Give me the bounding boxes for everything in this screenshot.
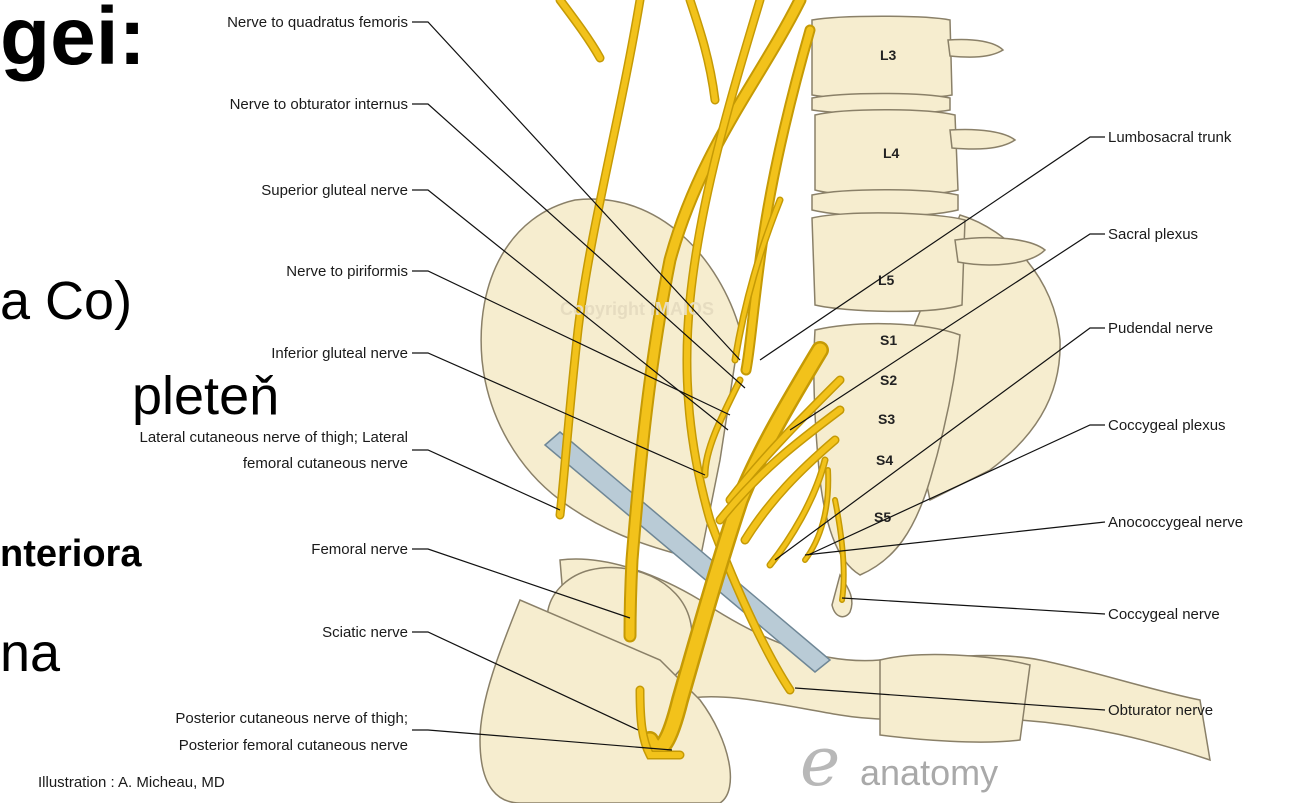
label-coccygeal-plexus: Coccygeal plexus <box>1108 417 1226 434</box>
label-lateral-cutaneous-nerve-line2: femoral cutaneous nerve <box>243 455 408 472</box>
label-obturator-nerve: Obturator nerve <box>1108 702 1213 719</box>
disc-l4-l5 <box>812 190 958 216</box>
vertebra-label-s1: S1 <box>880 332 897 348</box>
label-nerve-to-piriformis: Nerve to piriformis <box>286 263 408 280</box>
label-nerve-to-obturator-internus: Nerve to obturator internus <box>230 96 408 113</box>
illustration-credit: Illustration : A. Micheau, MD <box>38 774 225 791</box>
vertebra-l5-body <box>812 213 965 312</box>
vertebra-label-l4: L4 <box>883 145 900 161</box>
label-sacral-plexus: Sacral plexus <box>1108 226 1198 243</box>
label-posterior-cutaneous-nerve-line2: Posterior femoral cutaneous nerve <box>179 737 408 754</box>
label-sciatic-nerve: Sciatic nerve <box>322 624 408 641</box>
label-femoral-nerve: Femoral nerve <box>311 541 408 558</box>
label-superior-gluteal-nerve: Superior gluteal nerve <box>261 182 408 199</box>
vertebra-label-l3: L3 <box>880 47 897 63</box>
label-lumbosacral-trunk: Lumbosacral trunk <box>1108 129 1232 146</box>
vertebra-label-s3: S3 <box>878 411 895 427</box>
label-nerve-to-quadratus-femoris: Nerve to quadratus femoris <box>227 14 408 31</box>
label-anococcygeal-nerve: Anococcygeal nerve <box>1108 514 1243 531</box>
vertebra-label-s2: S2 <box>880 372 897 388</box>
logo-wordmark: anatomy <box>860 752 998 793</box>
label-pudendal-nerve: Pudendal nerve <box>1108 320 1213 337</box>
vertebra-label-s4: S4 <box>876 452 893 468</box>
label-lateral-cutaneous-nerve-line1: Lateral cutaneous nerve of thigh; Latera… <box>139 429 408 446</box>
logo-e-glyph: e <box>800 723 840 802</box>
label-posterior-cutaneous-nerve-line1: Posterior cutaneous nerve of thigh; <box>175 710 408 727</box>
labels-left: Nerve to quadratus femoris Nerve to obtu… <box>139 14 408 754</box>
label-coccygeal-nerve: Coccygeal nerve <box>1108 606 1220 623</box>
vertebra-label-s5: S5 <box>874 509 891 525</box>
pubic-symphysis <box>880 655 1030 743</box>
label-inferior-gluteal-nerve: Inferior gluteal nerve <box>271 345 408 362</box>
watermark-text: Copyright IMAIOS <box>560 299 714 319</box>
